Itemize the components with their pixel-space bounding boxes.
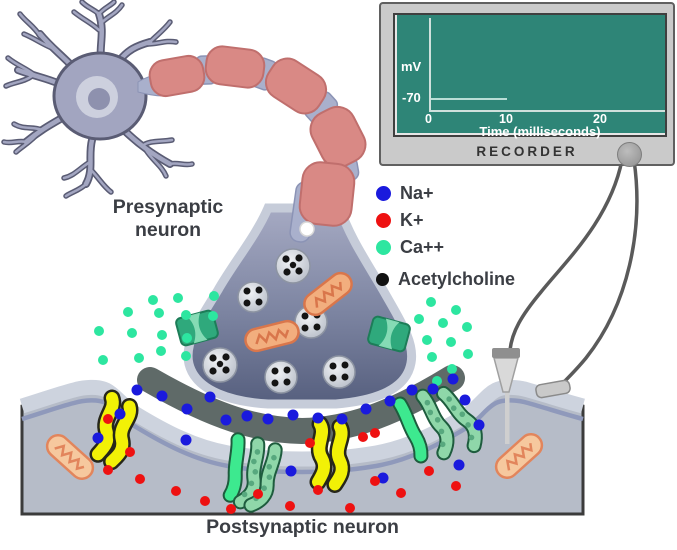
legend-label-acetylcholine: Acetylcholine: [398, 269, 516, 289]
presynaptic-label-line2: neuron: [134, 219, 202, 241]
x-tick-0: 0: [425, 112, 432, 126]
x-axis-line: [429, 110, 665, 112]
recorder-device: mV -70 0 10 20 Time (milliseconds) RECOR…: [379, 2, 675, 167]
x-axis-label: Time (milliseconds): [479, 124, 601, 139]
membrane-potential-trace: [431, 98, 507, 100]
axon-myelin: [148, 45, 367, 243]
potassium-ions: [103, 414, 461, 514]
nucleolus: [88, 88, 110, 110]
fusing-vesicle-dot: [299, 221, 315, 237]
y-axis-label: mV: [401, 59, 422, 74]
calcium-ions: [94, 291, 473, 386]
y-axis-line: [429, 18, 431, 111]
legend-item-na: Na+: [376, 180, 515, 207]
ca-ion-dot: [376, 240, 391, 255]
synaptic-bouton: [183, 203, 417, 409]
legend-label-ca: Ca++: [400, 237, 445, 257]
wire-connector-knob: [617, 142, 642, 167]
myelin-sheath: [148, 45, 367, 227]
legend-item-k: K+: [376, 207, 515, 234]
soma: [52, 51, 165, 141]
dendrites: [1, 0, 195, 199]
electrode-wires: [508, 159, 639, 387]
reference-electrode: [535, 379, 571, 399]
recorder-device-label: RECORDER: [476, 144, 578, 159]
presynaptic-neuron-label: Presynaptic neuron: [72, 196, 264, 242]
legend-item-ca: Ca++: [376, 234, 515, 261]
postsynaptic-cell: [19, 379, 585, 516]
acetylcholine-molecules: [209, 254, 349, 387]
legend-item-acetylcholine: Acetylcholine: [376, 266, 515, 293]
sodium-ions: [92, 373, 485, 484]
ion-legend: Na+ K+ Ca++ Acetylcholine: [376, 180, 515, 293]
recorder-screen: mV -70 0 10 20 Time (milliseconds): [393, 13, 667, 139]
postsynaptic-neuron-label: Postsynaptic neuron: [206, 516, 399, 538]
baseline-value-label: -70: [402, 90, 421, 105]
k-ion-dot: [376, 213, 391, 228]
acetylcholine-dot: [376, 273, 389, 286]
legend-label-k: K+: [400, 210, 424, 230]
postsynaptic-membrane: [19, 379, 585, 467]
na-ion-dot: [376, 186, 391, 201]
x-tick-10: 10: [499, 112, 513, 126]
presynaptic-label-line1: Presynaptic: [112, 196, 224, 218]
legend-label-na: Na+: [400, 183, 434, 203]
x-tick-20: 20: [593, 112, 607, 126]
micropipette-electrode: [492, 348, 520, 444]
